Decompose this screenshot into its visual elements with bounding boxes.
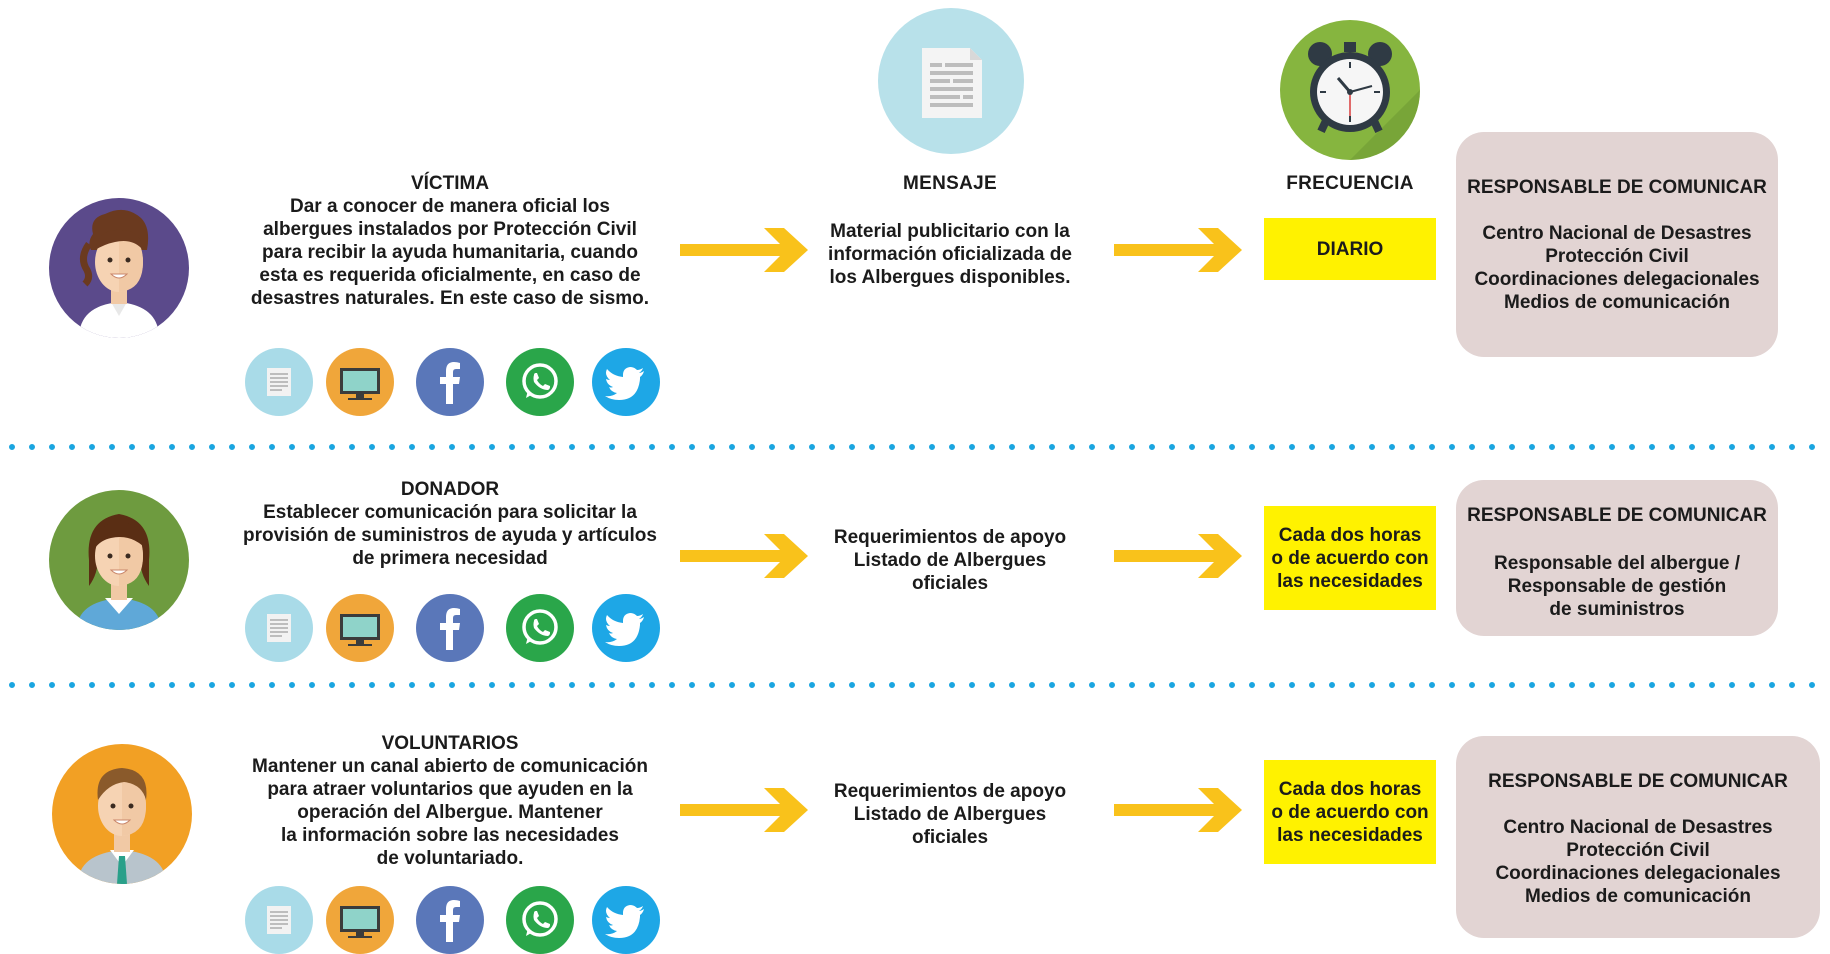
twitter-icon [592, 886, 660, 954]
frequency-line: o de acuerdo con [1271, 547, 1429, 569]
clock-icon [1280, 20, 1420, 160]
donador-frequency-box: Cada dos horas o de acuerdo con las nece… [1264, 506, 1436, 610]
role-description-line: Dar a conocer de manera oficial los [290, 196, 610, 217]
voluntarios-responsible-box: RESPONSABLE DE COMUNICAR Centro Nacional… [1456, 736, 1820, 938]
role-description-line: Mantener un canal abierto de comunicació… [252, 756, 648, 777]
twitter-icon [592, 594, 660, 662]
newspaper-icon [245, 594, 313, 662]
role-description-line: de voluntariado. [376, 848, 524, 869]
victima-message: Material publicitario con la información… [815, 220, 1085, 289]
frequency-line: las necesidades [1277, 824, 1423, 846]
responsible-line: de suministros [1549, 599, 1685, 620]
role-title: DONADOR [400, 479, 500, 500]
arrow-icon [1114, 784, 1244, 836]
victima-description-block: VÍCTIMA Dar a conocer de manera oficial … [225, 172, 675, 310]
victima-responsible-box: RESPONSABLE DE COMUNICAR Centro Nacional… [1456, 132, 1778, 357]
role-title: VÍCTIMA [410, 173, 490, 194]
frequency-line: las necesidades [1277, 570, 1423, 592]
message-line: oficiales [911, 827, 989, 848]
message-line: Listado de Albergues [853, 550, 1047, 571]
message-line: los Albergues disponibles. [829, 267, 1071, 288]
responsible-line: Responsable del albergue / [1493, 553, 1741, 574]
message-line: oficiales [911, 573, 989, 594]
responsible-title: RESPONSABLE DE COMUNICAR [1488, 771, 1788, 792]
role-description-line: para atraer voluntarios que ayuden en la [267, 779, 633, 800]
victima-frequency-box: DIARIO [1264, 218, 1436, 280]
dotted-divider [9, 682, 1830, 688]
donador-description-block: DONADOR Establecer comunicación para sol… [225, 478, 675, 570]
role-description-line: de primera necesidad [352, 548, 548, 569]
newspaper-icon [245, 886, 313, 954]
facebook-icon [416, 886, 484, 954]
facebook-icon [416, 594, 484, 662]
responsible-line: Responsable de gestión [1507, 576, 1727, 597]
frequency-line: Cada dos horas [1278, 524, 1422, 546]
responsible-line: Coordinaciones delegacionales [1474, 269, 1760, 290]
arrow-icon [680, 784, 810, 836]
frequency-line: o de acuerdo con [1271, 801, 1429, 823]
message-line: información oficializada de [828, 244, 1072, 265]
mensaje-header-icon [878, 8, 1024, 154]
responsible-title: RESPONSABLE DE COMUNICAR [1467, 505, 1767, 526]
twitter-icon [592, 348, 660, 416]
donador-avatar [49, 490, 189, 630]
donador-responsible-box: RESPONSABLE DE COMUNICAR Responsable del… [1456, 480, 1778, 636]
role-description-line: Establecer comunicación para solicitar l… [263, 502, 637, 523]
role-description-line: esta es requerida oficialmente, en caso … [259, 265, 641, 286]
message-line: Listado de Albergues [853, 804, 1047, 825]
donador-message: Requerimientos de apoyo Listado de Alber… [815, 526, 1085, 595]
frequency-line: DIARIO [1316, 238, 1384, 260]
whatsapp-icon [506, 594, 574, 662]
newspaper-icon [245, 348, 313, 416]
voluntarios-frequency-box: Cada dos horas o de acuerdo con las nece… [1264, 760, 1436, 864]
frecuencia-header: FRECUENCIA [1286, 173, 1414, 194]
role-title: VOLUNTARIOS [381, 733, 519, 754]
responsible-line: Coordinaciones delegacionales [1495, 863, 1781, 884]
arrow-icon [680, 224, 810, 276]
television-icon [326, 886, 394, 954]
responsible-line: Centro Nacional de Desastres [1503, 817, 1773, 838]
responsible-line: Protección Civil [1566, 840, 1710, 861]
arrow-icon [1114, 224, 1244, 276]
arrow-icon [680, 530, 810, 582]
victima-avatar [49, 198, 189, 338]
message-line: Material publicitario con la [830, 221, 1070, 242]
frequency-line: Cada dos horas [1278, 778, 1422, 800]
whatsapp-icon [506, 348, 574, 416]
responsible-title: RESPONSABLE DE COMUNICAR [1467, 177, 1767, 198]
whatsapp-icon [506, 886, 574, 954]
role-description-line: provisión de suministros de ayuda y artí… [243, 525, 657, 546]
television-icon [326, 594, 394, 662]
role-description-line: albergues instalados por Protección Civi… [263, 219, 637, 240]
arrow-icon [1114, 530, 1244, 582]
responsible-line: Centro Nacional de Desastres [1482, 223, 1752, 244]
role-description-line: para recibir la ayuda humanitaria, cuand… [262, 242, 638, 263]
voluntarios-message: Requerimientos de apoyo Listado de Alber… [815, 780, 1085, 849]
mensaje-header: MENSAJE [903, 173, 997, 194]
voluntarios-description-block: VOLUNTARIOS Mantener un canal abierto de… [225, 732, 675, 870]
voluntarios-avatar [52, 744, 192, 884]
role-description-line: operación del Albergue. Mantener [297, 802, 603, 823]
facebook-icon [416, 348, 484, 416]
responsible-line: Protección Civil [1545, 246, 1689, 267]
responsible-line: Medios de comunicación [1504, 292, 1730, 313]
responsible-line: Medios de comunicación [1525, 886, 1751, 907]
role-description-line: desastres naturales. En este caso de sis… [250, 288, 650, 309]
role-description-line: la información sobre las necesidades [281, 825, 619, 846]
message-line: Requerimientos de apoyo [833, 527, 1067, 548]
television-icon [326, 348, 394, 416]
dotted-divider [9, 444, 1830, 450]
message-line: Requerimientos de apoyo [833, 781, 1067, 802]
